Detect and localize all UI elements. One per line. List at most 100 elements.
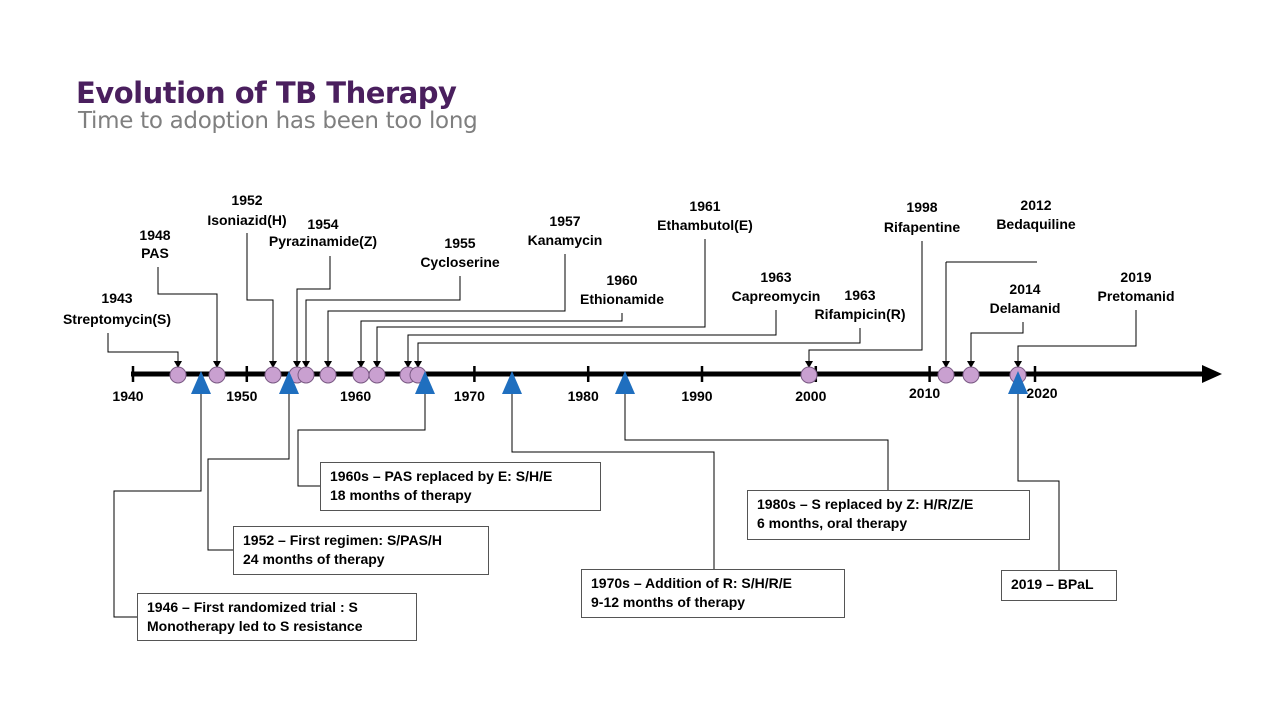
drug-arrow-icon bbox=[414, 361, 422, 368]
drug-year-label: 1963 bbox=[760, 269, 791, 285]
drug-arrow-icon bbox=[805, 361, 813, 368]
axis-year-label: 2020 bbox=[1026, 385, 1057, 401]
drug-year-label: 1961 bbox=[689, 198, 720, 214]
regimen-line2: 24 months of therapy bbox=[243, 551, 385, 567]
regimen-box: 1970s – Addition of R: S/H/R/E 9-12 month… bbox=[581, 569, 845, 618]
drug-discovery-marker bbox=[264, 366, 282, 384]
drug-connector bbox=[107, 333, 179, 361]
regimen-connector bbox=[113, 392, 202, 618]
drug-year-label: 2014 bbox=[1009, 281, 1040, 297]
drug-discovery-marker bbox=[352, 366, 370, 384]
regimen-box: 1952 – First regimen: S/PAS/H 24 months o… bbox=[233, 526, 489, 575]
drug-discovery-marker bbox=[937, 366, 955, 384]
drug-discovery-marker bbox=[962, 366, 980, 384]
drug-arrow-icon bbox=[967, 361, 975, 368]
drug-name-label: Cycloserine bbox=[420, 254, 500, 270]
page-title: Evolution of TB Therapy bbox=[76, 76, 457, 110]
regimen-marker-icon bbox=[1008, 371, 1028, 394]
regimen-connector bbox=[297, 392, 426, 487]
drug-connector bbox=[157, 267, 218, 361]
regimen-line1: 1980s – S replaced by Z: H/R/Z/E bbox=[757, 496, 974, 512]
regimen-line2: 18 months of therapy bbox=[330, 487, 472, 503]
drug-name-label: Rifampicin(R) bbox=[815, 306, 906, 322]
axis-year-label: 1940 bbox=[112, 388, 143, 404]
drug-year-label: 1957 bbox=[549, 213, 580, 229]
axis-year-label: 1990 bbox=[681, 388, 712, 404]
drug-connector bbox=[246, 233, 274, 361]
drug-connector bbox=[305, 276, 461, 361]
drug-connector bbox=[808, 241, 923, 361]
drug-discovery-marker bbox=[800, 366, 818, 384]
drug-year-label: 1954 bbox=[307, 216, 338, 232]
drug-year-label: 1960 bbox=[606, 272, 637, 288]
drug-name-label: Streptomycin(S) bbox=[63, 311, 171, 327]
regimen-connector bbox=[1017, 392, 1060, 570]
axis-year-label: 1950 bbox=[226, 388, 257, 404]
drug-name-label: PAS bbox=[141, 245, 169, 261]
timeline-arrow-icon bbox=[1202, 365, 1222, 383]
drug-arrow-icon bbox=[302, 361, 310, 368]
drug-connector bbox=[360, 313, 623, 361]
drug-arrow-icon bbox=[174, 361, 182, 368]
drug-name-label: Delamanid bbox=[990, 300, 1061, 316]
drug-connector bbox=[417, 328, 861, 361]
regimen-connector bbox=[511, 392, 715, 569]
regimen-line2: 9-12 months of therapy bbox=[591, 594, 746, 610]
drug-name-label: Capreomycin bbox=[732, 288, 821, 304]
regimen-box: 1960s – PAS replaced by E: S/H/E 18 month… bbox=[320, 462, 601, 511]
drug-year-label: 1955 bbox=[444, 235, 475, 251]
axis-year-label: 2010 bbox=[909, 385, 940, 401]
regimen-box: 2019 – BPaL bbox=[1001, 570, 1117, 601]
drug-arrow-icon bbox=[404, 361, 412, 368]
drug-discovery-marker bbox=[208, 366, 226, 384]
drug-name-label: Pyrazinamide(Z) bbox=[269, 233, 377, 249]
drug-name-label: Bedaquiline bbox=[996, 216, 1076, 232]
axis-year-label: 1960 bbox=[340, 388, 371, 404]
regimen-box: 1980s – S replaced by Z: H/R/Z/E 6 months… bbox=[747, 490, 1030, 540]
axis-year-label: 1980 bbox=[568, 388, 599, 404]
drug-name-label: Rifapentine bbox=[884, 219, 960, 235]
axis-year-label: 1970 bbox=[454, 388, 485, 404]
drug-arrow-icon bbox=[269, 361, 277, 368]
drug-name-label: Isoniazid(H) bbox=[207, 212, 286, 228]
regimen-line1: 1960s – PAS replaced by E: S/H/E bbox=[330, 468, 553, 484]
drug-year-label: 1963 bbox=[844, 287, 875, 303]
regimen-line1: 1946 – First randomized trial : S bbox=[147, 599, 358, 615]
drug-connector bbox=[376, 239, 706, 361]
drug-discovery-marker bbox=[319, 366, 337, 384]
drug-year-label: 2012 bbox=[1020, 197, 1051, 213]
drug-year-label: 1948 bbox=[139, 227, 170, 243]
regimen-marker-icon bbox=[279, 371, 299, 394]
drug-connector bbox=[1017, 310, 1137, 361]
drug-discovery-marker bbox=[368, 366, 386, 384]
regimen-marker-icon bbox=[615, 371, 635, 394]
regimen-marker-icon bbox=[415, 371, 435, 394]
drug-name-label: Ethionamide bbox=[580, 291, 664, 307]
regimen-line2: Monotherapy led to S resistance bbox=[147, 618, 363, 634]
regimen-line2: 6 months, oral therapy bbox=[757, 515, 908, 531]
drug-arrow-icon bbox=[942, 361, 950, 368]
drug-connector bbox=[327, 254, 566, 361]
regimen-line1: 1952 – First regimen: S/PAS/H bbox=[243, 532, 442, 548]
drug-connector bbox=[970, 322, 1024, 361]
regimen-connector bbox=[624, 392, 889, 490]
drug-arrow-icon bbox=[373, 361, 381, 368]
drug-discovery-marker bbox=[169, 366, 187, 384]
regimen-connector bbox=[207, 392, 290, 551]
drug-year-label: 1943 bbox=[101, 290, 132, 306]
drug-arrow-icon bbox=[293, 361, 301, 368]
drug-discovery-marker bbox=[297, 366, 315, 384]
drug-arrow-icon bbox=[357, 361, 365, 368]
drug-arrow-icon bbox=[324, 361, 332, 368]
regimen-marker-icon bbox=[191, 371, 211, 394]
drug-name-label: Ethambutol(E) bbox=[657, 217, 753, 233]
regimen-line1: 1970s – Addition of R: S/H/R/E bbox=[591, 575, 792, 591]
regimen-box: 1946 – First randomized trial : S Monothe… bbox=[137, 593, 417, 641]
drug-connector bbox=[296, 256, 331, 361]
drug-name-label: Pretomanid bbox=[1097, 288, 1174, 304]
drug-name-label: Kanamycin bbox=[528, 232, 603, 248]
drug-arrow-icon bbox=[213, 361, 221, 368]
drug-connector bbox=[407, 310, 777, 361]
drug-year-label: 2019 bbox=[1120, 269, 1151, 285]
